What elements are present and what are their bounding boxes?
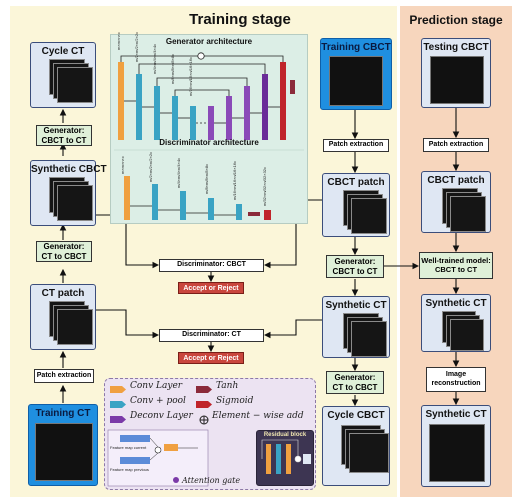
generator-cbct-to-ct-left: Generator: CBCT to CT [36, 125, 92, 146]
image-reconstruction-box: Image reconstruction [426, 367, 486, 392]
disc-dim-2: m/4×m/4×n/4×4c [176, 157, 181, 188]
cycle-ct-title: Cycle CT [41, 46, 85, 57]
pred-final-synthetic-ct-title: Synthetic CT [425, 409, 487, 420]
training-stage-title: Training stage [189, 11, 291, 28]
synthetic-cbct-card: Synthetic CBCT [30, 160, 107, 226]
discriminator-cbct-box: Discriminator: CBCT [159, 259, 264, 272]
pred-cbct-patch-title: CBCT patch [427, 175, 485, 186]
patch-extraction-left: Patch extraction [34, 369, 94, 383]
legend-deconv-layer: Deconv Layer [130, 411, 193, 421]
cycle-ct-card: Cycle CT [30, 42, 96, 108]
generator-diagram [114, 52, 304, 220]
synthetic-ct-image [343, 313, 387, 357]
gen-dim-0: m×m×n×c [116, 32, 121, 50]
synthetic-ct-title: Synthetic CT [325, 300, 387, 311]
generator-ct-to-cbct-right: Generator: CT to CBCT [326, 371, 384, 394]
legend-conv-pool: Conv + pool [130, 396, 186, 406]
gen-dim-1: m/2×m/2×n/2×2c [134, 31, 139, 62]
cycle-ct-image [49, 59, 93, 103]
pred-synthetic-ct-image [442, 311, 484, 351]
legend-attention-gate: Attention gate [182, 476, 241, 485]
residual-block-diagram [261, 439, 311, 474]
pred-synthetic-ct-card: Synthetic CT [421, 294, 491, 352]
generator-cbct-to-ct-right: Generator: CBCT to CT [326, 255, 384, 278]
accept-reject-ct-box: Accept or Reject [178, 352, 244, 364]
testing-cbct-image [430, 56, 484, 104]
legend-feature-map-current: Feature map current [110, 445, 147, 450]
cycle-cbct-image [341, 425, 389, 473]
legend-swatches [107, 386, 212, 487]
ct-patch-card: CT patch [30, 284, 96, 350]
cbct-patch-image [343, 190, 387, 234]
gen-dim-3: m/8×m/8×n/8×8c [170, 53, 175, 84]
generator-ct-to-cbct-left: Generator: CT to CBCT [36, 241, 92, 262]
testing-cbct-card: Testing CBCT [421, 38, 491, 108]
pred-final-synthetic-ct-image [429, 424, 485, 482]
legend-tanh: Tanh [216, 381, 239, 391]
disc-dim-1: m/2×m/2×n/2×2c [148, 151, 153, 182]
cycle-cbct-card: Cycle CBCT [322, 406, 390, 486]
testing-cbct-title: Testing CBCT [423, 42, 489, 53]
synthetic-cbct-image [49, 177, 93, 221]
training-ct-card: Training CT [28, 404, 98, 486]
training-cbct-card: Training CBCT [320, 38, 392, 110]
synthetic-ct-card: Synthetic CT [322, 296, 390, 358]
ct-patch-image [49, 301, 93, 345]
legend-element-wise-add: Element − wise add [212, 411, 304, 421]
pred-cbct-patch-image [442, 188, 486, 232]
legend-residual-block: Residual block [263, 432, 307, 438]
training-ct-image [35, 423, 93, 481]
training-cbct-image [329, 56, 383, 106]
prediction-stage-title: Prediction stage [409, 13, 503, 27]
disc-dim-3: m/8×m/8×n/8×8c [204, 163, 209, 194]
gen-dim-2: m/4×m/4×n/4×4c [152, 43, 157, 74]
well-trained-model-box: Well-trained model: CBCT to CT [419, 252, 493, 279]
synthetic-cbct-title: Synthetic CBCT [31, 164, 107, 175]
training-cbct-title: Training CBCT [321, 42, 391, 53]
disc-dim-4: m/16×m/16×n/16×16c [232, 160, 237, 200]
cbct-patch-card: CBCT patch [322, 173, 390, 237]
pred-synthetic-ct-title: Synthetic CT [425, 298, 487, 309]
discriminator-ct-box: Discriminator: CT [159, 329, 264, 342]
pred-cbct-patch-card: CBCT patch [421, 171, 491, 233]
legend-conv-layer: Conv Layer [130, 381, 183, 391]
training-ct-title: Training CT [35, 408, 91, 419]
patch-extraction-right: Patch extraction [323, 139, 389, 152]
discriminator-architecture-title: Discriminator architecture [159, 138, 259, 147]
cbct-patch-title: CBCT patch [327, 177, 385, 188]
legend-feature-map-previous: Feature map previous [110, 467, 149, 472]
disc-dim-5: m/32×m/32×n/32×32c [262, 166, 267, 206]
generator-architecture-title: Generator architecture [165, 37, 253, 46]
pred-patch-extraction: Patch extraction [423, 138, 489, 152]
ct-patch-title: CT patch [41, 288, 85, 299]
gen-dim-4: m/16×m/16×n/16×16c [188, 56, 193, 96]
disc-dim-0: m×m×n×c [120, 156, 125, 174]
legend-sigmoid: Sigmoid [216, 396, 254, 406]
accept-reject-cbct-box: Accept or Reject [178, 282, 244, 294]
pred-final-synthetic-ct-card: Synthetic CT [421, 405, 491, 487]
cycle-cbct-title: Cycle CBCT [327, 410, 385, 421]
